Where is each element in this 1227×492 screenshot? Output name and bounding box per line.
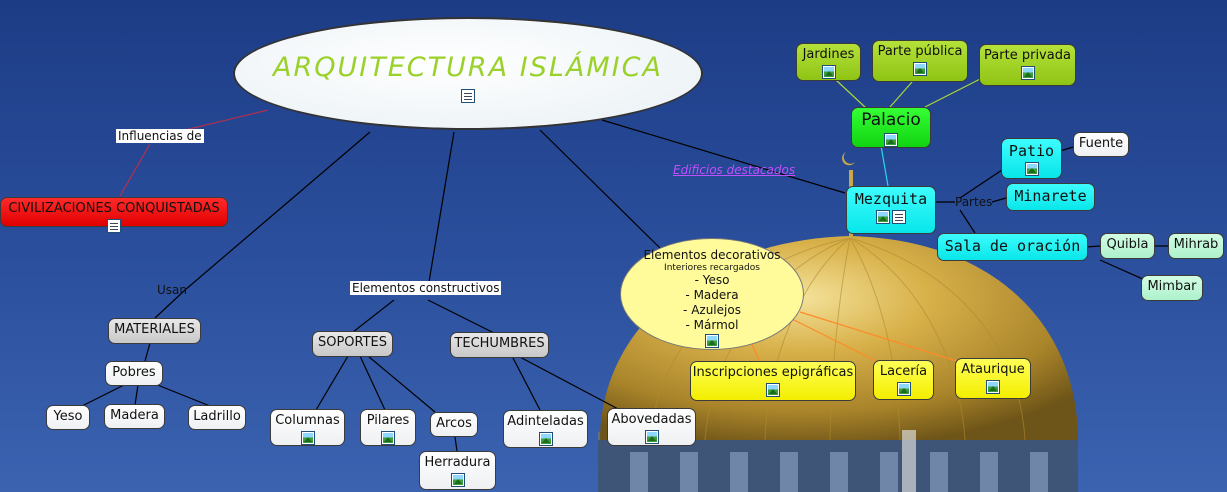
- node-palacio-label: Palacio: [861, 110, 921, 130]
- node-columnas[interactable]: Columnas: [270, 409, 345, 446]
- document-icon[interactable]: [461, 88, 475, 103]
- node-adinteladas-label: Adinteladas: [507, 414, 584, 429]
- node-quibla-label: Quibla: [1106, 237, 1149, 252]
- image-icon[interactable]: [644, 429, 659, 444]
- node-parte-publica[interactable]: Parte pública: [872, 40, 968, 82]
- link-label-influencias: Influencias de: [116, 129, 204, 143]
- link-label-usan: Usan: [157, 283, 187, 297]
- node-mimbar[interactable]: Mimbar: [1141, 275, 1203, 301]
- node-civilizaciones-label: CIVILIZACIONES CONQUISTADAS: [8, 201, 220, 216]
- node-sala-oracion-label: Sala de oración: [944, 237, 1081, 255]
- node-ladrillo-label: Ladrillo: [193, 409, 241, 424]
- node-patio[interactable]: Patio: [1001, 138, 1062, 179]
- image-icon[interactable]: [538, 431, 553, 446]
- node-minarete[interactable]: Minarete: [1006, 183, 1095, 211]
- node-fuente[interactable]: Fuente: [1073, 132, 1129, 157]
- decorativos-item: - Yeso: [694, 273, 730, 287]
- node-mezquita-label: Mezquita: [854, 190, 928, 208]
- node-palacio[interactable]: Palacio: [851, 107, 931, 148]
- node-jardines-label: Jardines: [802, 47, 855, 62]
- node-techumbres[interactable]: TECHUMBRES: [450, 332, 549, 358]
- node-sala-oracion[interactable]: Sala de oración: [937, 233, 1088, 261]
- node-ataurique[interactable]: Ataurique: [955, 358, 1031, 399]
- image-icon[interactable]: [381, 430, 395, 445]
- decorativos-item: - Madera: [685, 288, 739, 302]
- node-fuente-label: Fuente: [1078, 136, 1124, 151]
- image-icon[interactable]: [1024, 162, 1039, 177]
- image-icon[interactable]: [450, 472, 465, 487]
- node-columnas-label: Columnas: [275, 413, 340, 428]
- node-techumbres-label: TECHUMBRES: [454, 336, 545, 351]
- node-quibla[interactable]: Quibla: [1100, 233, 1155, 259]
- node-elementos-decorativos[interactable]: Elementos decorativos Interiores recarga…: [620, 238, 804, 350]
- main-topic-title: ARQUITECTURA ISLÁMICA: [273, 52, 663, 83]
- decorativos-title: Elementos decorativos: [643, 248, 781, 262]
- image-icon[interactable]: [884, 132, 898, 147]
- node-parte-publica-label: Parte pública: [877, 44, 963, 59]
- document-icon[interactable]: [107, 218, 121, 233]
- node-mimbar-label: Mimbar: [1147, 279, 1197, 294]
- node-minarete-label: Minarete: [1014, 187, 1087, 205]
- node-jardines[interactable]: Jardines: [796, 43, 861, 81]
- document-icon[interactable]: [892, 210, 906, 225]
- node-madera-label: Madera: [110, 408, 159, 423]
- node-mihrab[interactable]: Mihrab: [1168, 233, 1224, 259]
- link-label-edificios[interactable]: Edificios destacados: [673, 163, 796, 177]
- node-arcos[interactable]: Arcos: [430, 412, 478, 437]
- node-materiales[interactable]: MATERIALES: [108, 318, 201, 344]
- decorativos-item: - Azulejos: [683, 303, 741, 317]
- main-topic-node[interactable]: ARQUITECTURA ISLÁMICA: [233, 17, 703, 130]
- decorativos-subtitle: Interiores recargados: [664, 263, 760, 273]
- node-herradura[interactable]: Herradura: [419, 451, 496, 490]
- node-madera[interactable]: Madera: [104, 404, 165, 429]
- image-icon[interactable]: [896, 381, 911, 396]
- node-yeso[interactable]: Yeso: [46, 405, 90, 430]
- node-pilares-label: Pilares: [366, 413, 410, 428]
- node-materiales-label: MATERIALES: [114, 322, 195, 337]
- node-abovedadas[interactable]: Abovedadas: [607, 408, 696, 446]
- image-icon[interactable]: [300, 430, 315, 445]
- image-icon[interactable]: [705, 333, 719, 348]
- decorativos-item: - Mármol: [685, 318, 739, 332]
- node-parte-privada-label: Parte privada: [984, 48, 1071, 63]
- node-pilares[interactable]: Pilares: [360, 409, 416, 446]
- link-label-elementos-constructivos: Elementos constructivos: [350, 281, 502, 295]
- image-icon[interactable]: [766, 382, 780, 397]
- node-mezquita[interactable]: Mezquita: [846, 186, 936, 234]
- node-inscripciones-label: Inscripciones epigráficas: [692, 365, 854, 380]
- node-pobres[interactable]: Pobres: [105, 361, 163, 386]
- node-soportes-label: SOPORTES: [317, 335, 388, 350]
- node-adinteladas[interactable]: Adinteladas: [503, 410, 588, 448]
- node-parte-privada[interactable]: Parte privada: [979, 44, 1076, 86]
- node-abovedadas-label: Abovedadas: [611, 412, 692, 427]
- node-soportes[interactable]: SOPORTES: [312, 331, 393, 357]
- node-herradura-label: Herradura: [424, 455, 491, 470]
- link-label-partes: Partes: [955, 195, 993, 209]
- node-pobres-label: Pobres: [112, 365, 156, 380]
- node-laceria-label: Lacería: [879, 364, 928, 379]
- node-inscripciones[interactable]: Inscripciones epigráficas: [690, 361, 856, 401]
- node-ladrillo[interactable]: Ladrillo: [188, 405, 246, 430]
- node-patio-label: Patio: [1008, 142, 1055, 160]
- node-arcos-label: Arcos: [436, 416, 472, 431]
- node-yeso-label: Yeso: [53, 409, 83, 424]
- node-civilizaciones[interactable]: CIVILIZACIONES CONQUISTADAS: [0, 197, 228, 233]
- image-icon[interactable]: [1020, 65, 1035, 80]
- image-icon[interactable]: [821, 64, 836, 79]
- node-laceria[interactable]: Lacería: [873, 360, 934, 400]
- image-icon[interactable]: [876, 210, 890, 225]
- node-ataurique-label: Ataurique: [961, 362, 1025, 377]
- image-icon[interactable]: [913, 61, 927, 76]
- node-mihrab-label: Mihrab: [1173, 237, 1219, 252]
- image-icon[interactable]: [986, 379, 1000, 394]
